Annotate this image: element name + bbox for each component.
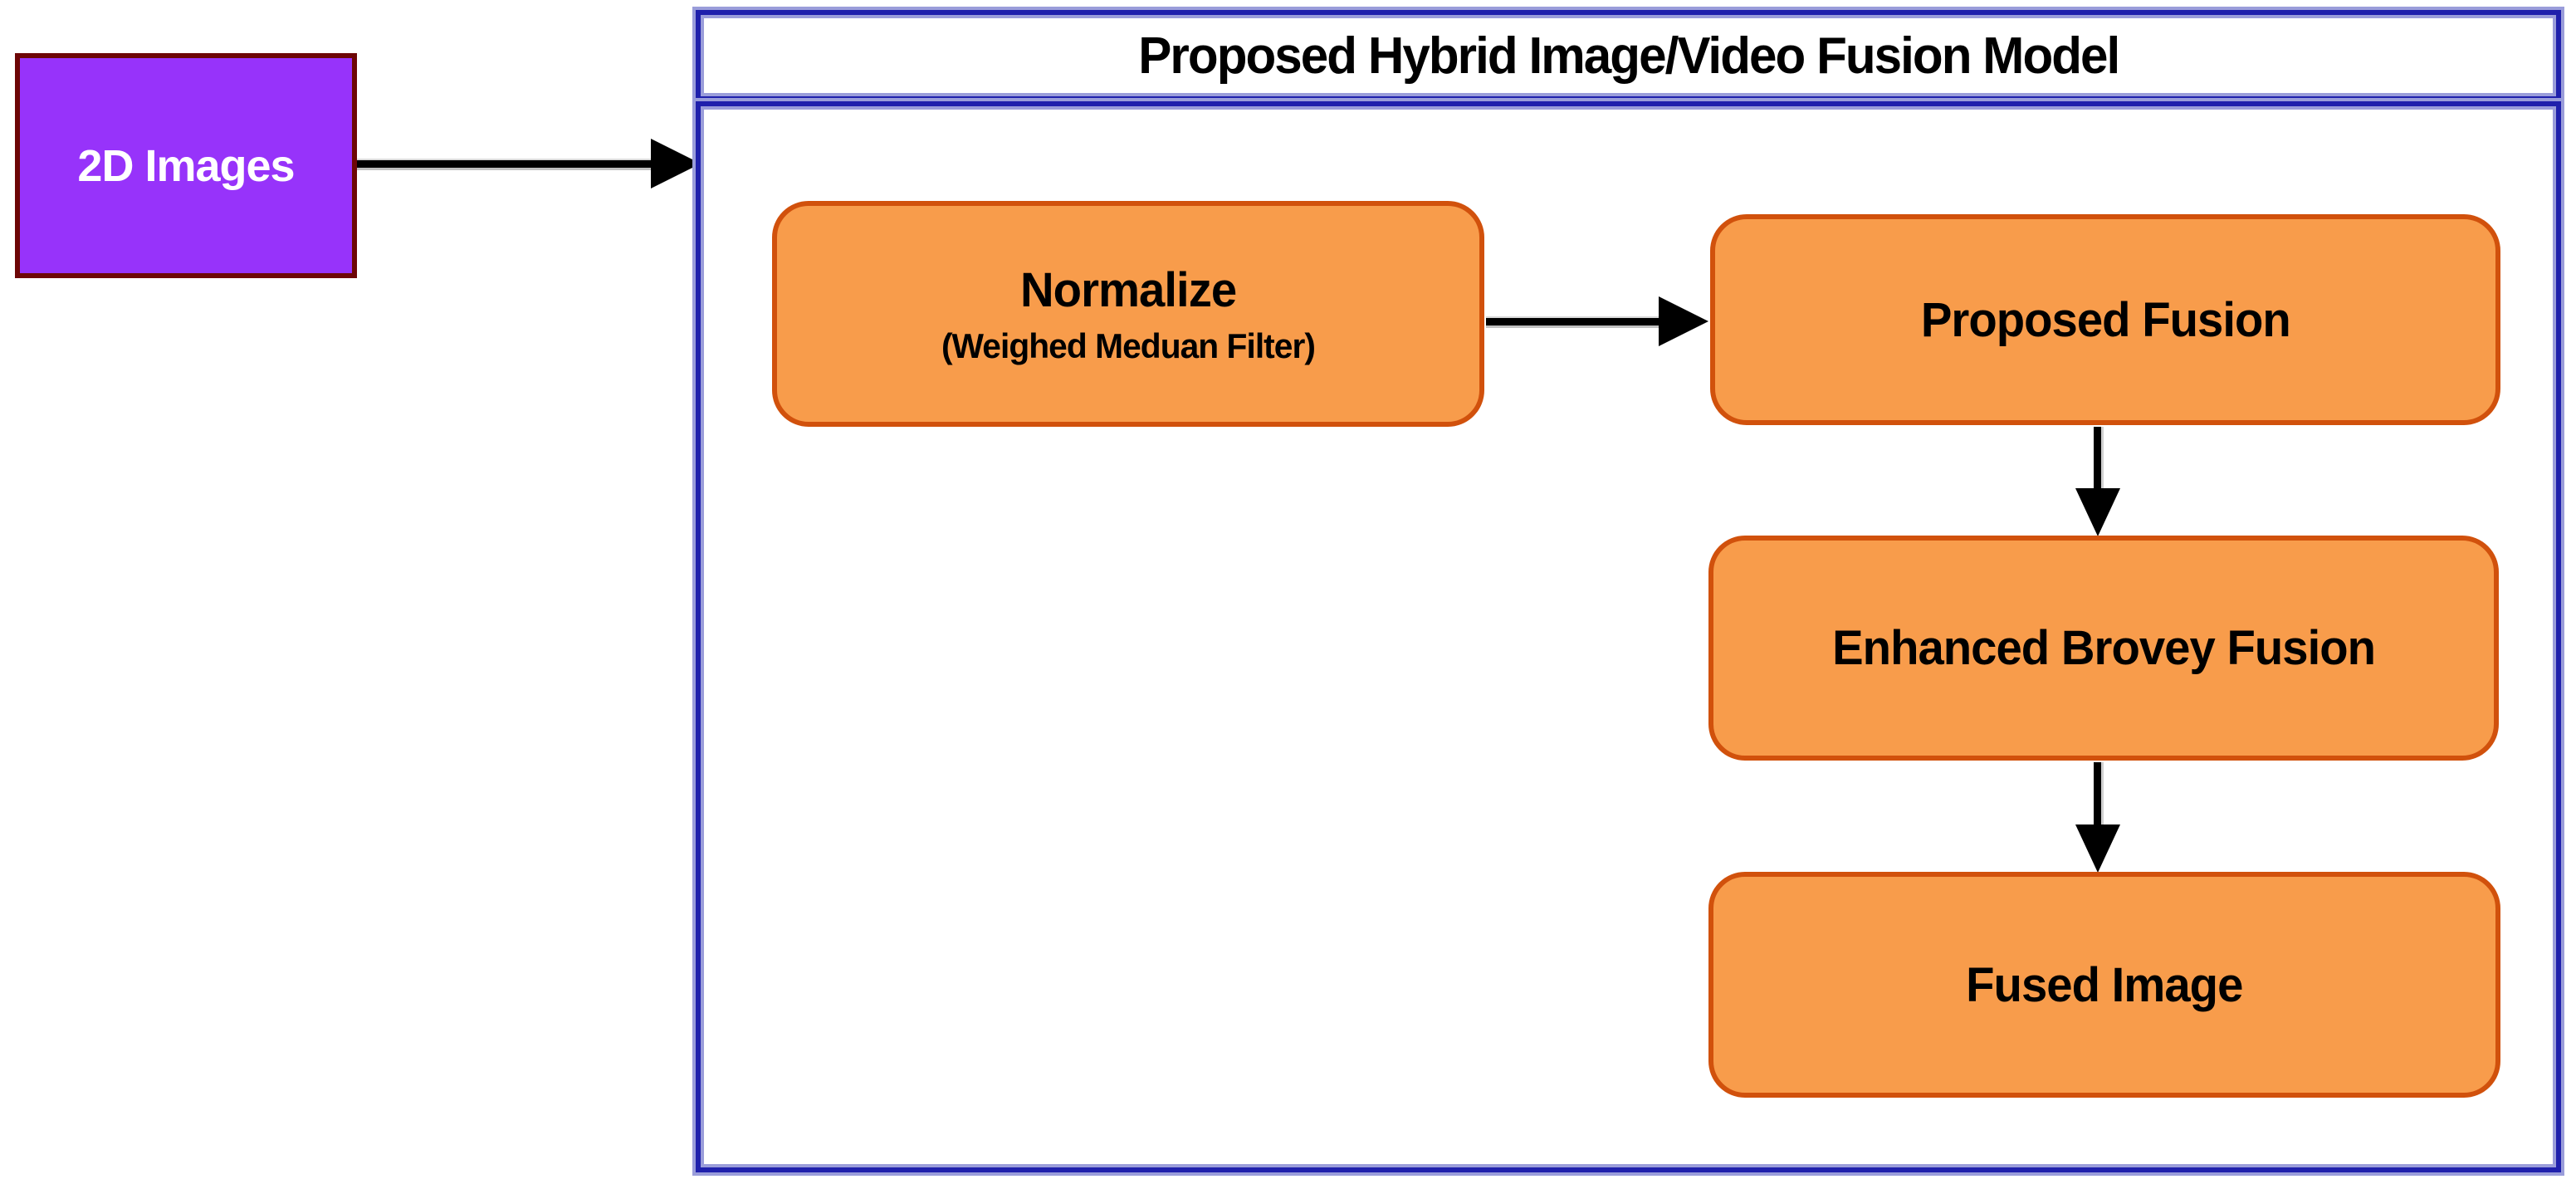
node-proposed-fusion-label: Proposed Fusion <box>1920 292 2291 347</box>
arrow-input-to-model-line <box>357 160 656 168</box>
node-2d-images-label: 2D Images <box>77 140 295 191</box>
node-enhanced-brovey-fusion-label: Enhanced Brovey Fusion <box>1832 621 2376 675</box>
arrow-brovey-to-fused-head-icon <box>2075 824 2120 873</box>
arrow-normalize-to-proposed-line <box>1486 318 1664 325</box>
node-fused-image-label: Fused Image <box>1966 957 2243 1012</box>
node-normalize-sublabel: (Weighed Meduan Filter) <box>941 325 1316 365</box>
node-normalize-label: Normalize <box>1019 262 1237 317</box>
arrow-normalize-to-proposed-head-icon <box>1659 296 1708 346</box>
node-fused-image: Fused Image <box>1708 872 2500 1098</box>
node-2d-images: 2D Images <box>15 53 357 278</box>
arrow-proposed-to-brovey-head-icon <box>2075 488 2120 536</box>
model-frame-title-band: Proposed Hybrid Image/Video Fusion Model <box>696 10 2561 101</box>
node-enhanced-brovey-fusion: Enhanced Brovey Fusion <box>1708 536 2499 761</box>
arrow-proposed-to-brovey-line <box>2094 427 2101 493</box>
node-normalize: Normalize (Weighed Meduan Filter) <box>772 201 1484 427</box>
node-proposed-fusion: Proposed Fusion <box>1710 214 2500 425</box>
arrow-input-to-model-head-icon <box>651 139 701 188</box>
arrow-brovey-to-fused-line <box>2094 762 2101 829</box>
model-title: Proposed Hybrid Image/Video Fusion Model <box>1137 27 2120 85</box>
